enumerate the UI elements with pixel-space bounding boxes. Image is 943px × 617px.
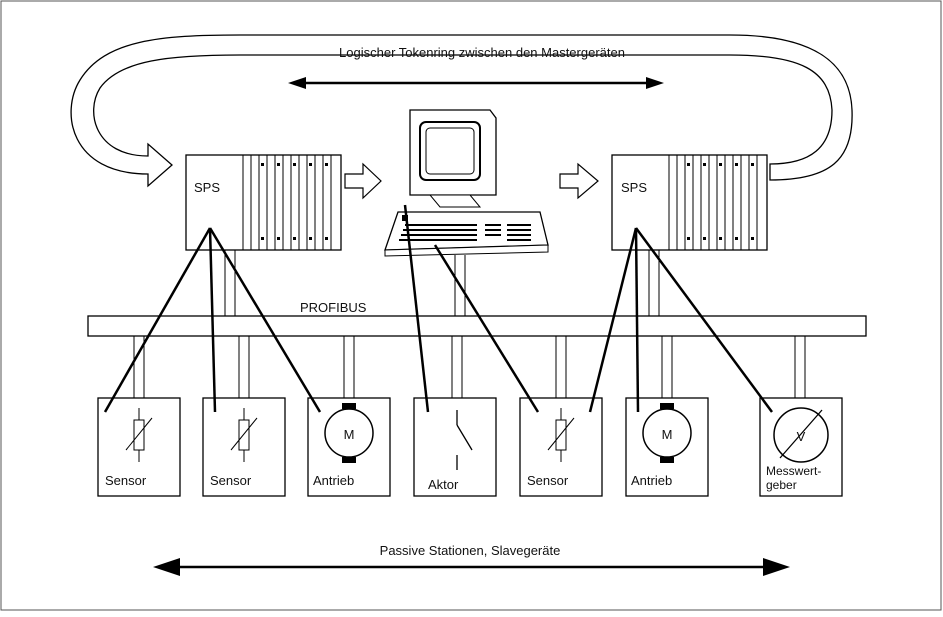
motor-icon: M [642, 403, 692, 463]
token-arrow-icon [559, 162, 599, 200]
motor-glyph: M [344, 427, 355, 442]
master-1-label: SPS [194, 180, 220, 195]
master-sps-1: SPS [185, 154, 342, 316]
slave-actuator: Aktor [413, 397, 497, 497]
token-ring-arrow [70, 34, 853, 188]
bottom-label: Passive Stationen, Slavegeräte [380, 543, 561, 558]
slave-sensor-3: Sensor [519, 397, 603, 497]
slave-4-label: Aktor [428, 477, 459, 492]
profibus-bus [87, 315, 867, 337]
slave-1-label: Sensor [105, 473, 147, 488]
master-2-label: SPS [621, 180, 647, 195]
master-sps-2: SPS [611, 154, 768, 316]
master-slave-connections [103, 204, 774, 413]
slave-2-label: Sensor [210, 473, 252, 488]
motor-icon: M [324, 403, 374, 463]
slave-sensor-1: Sensor [97, 397, 181, 497]
slave-meter: V Messwert- geber [759, 397, 843, 497]
slave-drive-2: M Antrieb [625, 397, 709, 497]
top-label: Logischer Tokenring zwischen den Masterg… [339, 45, 625, 60]
sensor-icon [230, 408, 258, 462]
slave-3-label: Antrieb [313, 473, 354, 488]
slave-7-label-line1: Messwert- [766, 464, 821, 478]
meter-glyph: V [797, 429, 806, 444]
computer-terminal-icon [384, 109, 549, 316]
token-arrow-icon [344, 162, 382, 200]
slave-6-label: Antrieb [631, 473, 672, 488]
switch-icon [456, 410, 473, 470]
slave-drive-1: M Antrieb [307, 397, 391, 497]
motor-glyph: M [662, 427, 673, 442]
slave-5-label: Sensor [527, 473, 569, 488]
bus-drops [133, 336, 806, 398]
sensor-icon [125, 408, 153, 462]
slave-sensor-2: Sensor [202, 397, 286, 497]
bus-label: PROFIBUS [300, 300, 367, 315]
voltmeter-icon: V [773, 407, 829, 463]
slave-7-label-line2: geber [766, 478, 797, 492]
sensor-icon [547, 408, 575, 462]
